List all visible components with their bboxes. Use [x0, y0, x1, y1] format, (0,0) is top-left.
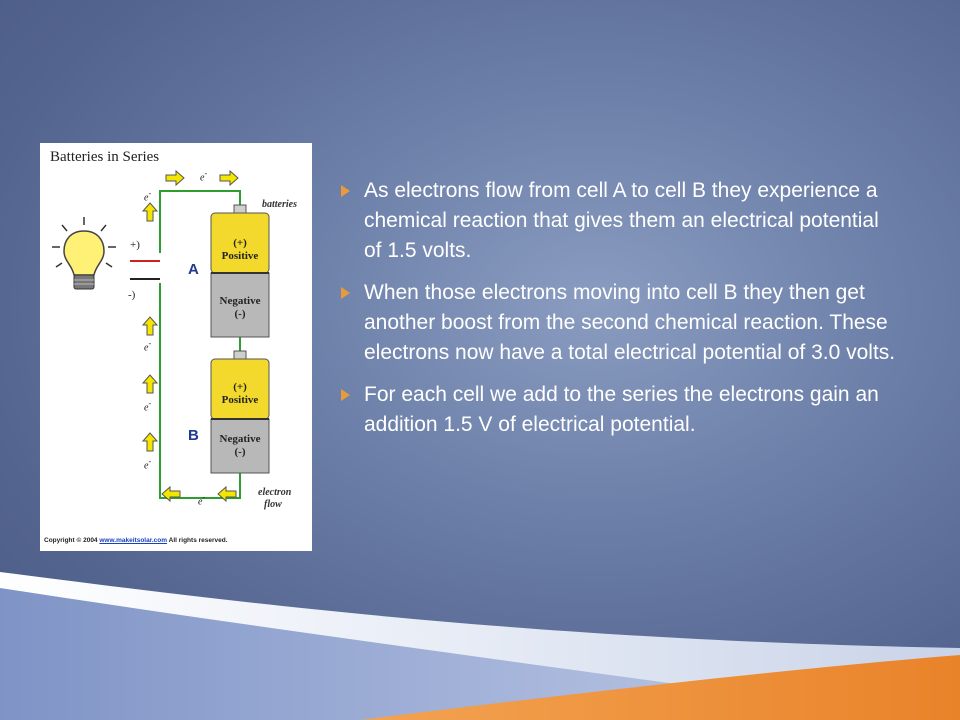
electron-arrow-up [141, 432, 159, 452]
bullet-arrow-icon [341, 389, 350, 401]
diagram-drawing [40, 169, 270, 503]
electron-label: e- [144, 399, 152, 414]
cell-a-negative-label: Negative (-) [219, 295, 261, 320]
electron-label: e- [200, 169, 208, 184]
electron-arrow-right [165, 169, 185, 187]
electron-arrow-left [217, 485, 237, 503]
bullet-item: As electrons flow from cell A to cell B … [340, 176, 900, 266]
battery-a [210, 204, 270, 338]
battery-b [210, 350, 270, 474]
bulb-plus-sign: +) [130, 239, 140, 251]
bullet-item: When those electrons moving into cell B … [340, 278, 900, 368]
circuit-wire [159, 190, 241, 499]
cell-b-letter: B [188, 427, 199, 444]
batteries-label: batteries [262, 199, 297, 210]
cell-b-positive-label: (+) Positive [221, 381, 259, 406]
electron-arrow-left [161, 485, 181, 503]
cell-a-positive-label: (+) Positive [221, 237, 259, 262]
electron-arrow-right [219, 169, 239, 187]
electron-label: e- [144, 457, 152, 472]
electron-arrow-up [141, 202, 159, 222]
bullet-text: For each cell we add to the series the e… [364, 383, 879, 436]
electron-arrow-up [141, 374, 159, 394]
electron-label: e- [144, 339, 152, 354]
cell-b-negative-label: Negative (-) [219, 433, 261, 458]
electron-label: e- [144, 189, 152, 204]
cell-a-letter: A [188, 261, 199, 278]
bullet-arrow-icon [341, 287, 350, 299]
figure-title: Batteries in Series [50, 149, 160, 165]
electron-flow-label-1: electron [258, 487, 292, 498]
electron-arrow-up [141, 316, 159, 336]
wave-orange [360, 655, 960, 720]
electron-label: e- [198, 493, 206, 508]
bulb-minus-sign: -) [128, 289, 136, 301]
electron-flow-label-2: flow [264, 499, 282, 510]
light-bulb-icon [40, 209, 130, 297]
bullet-list: As electrons flow from cell A to cell B … [340, 176, 900, 452]
figure-copyright: Copyright © 2004 www.makeitsolar.com All… [44, 537, 228, 544]
copyright-link[interactable]: www.makeitsolar.com [99, 537, 168, 544]
bullet-item: For each cell we add to the series the e… [340, 380, 900, 440]
bullet-arrow-icon [341, 185, 350, 197]
wave-blue [0, 588, 940, 720]
bullet-text: As electrons flow from cell A to cell B … [364, 179, 879, 262]
bullet-text: When those electrons moving into cell B … [364, 281, 896, 364]
batteries-in-series-figure: Batteries in Series batteries electron f… [40, 143, 312, 551]
